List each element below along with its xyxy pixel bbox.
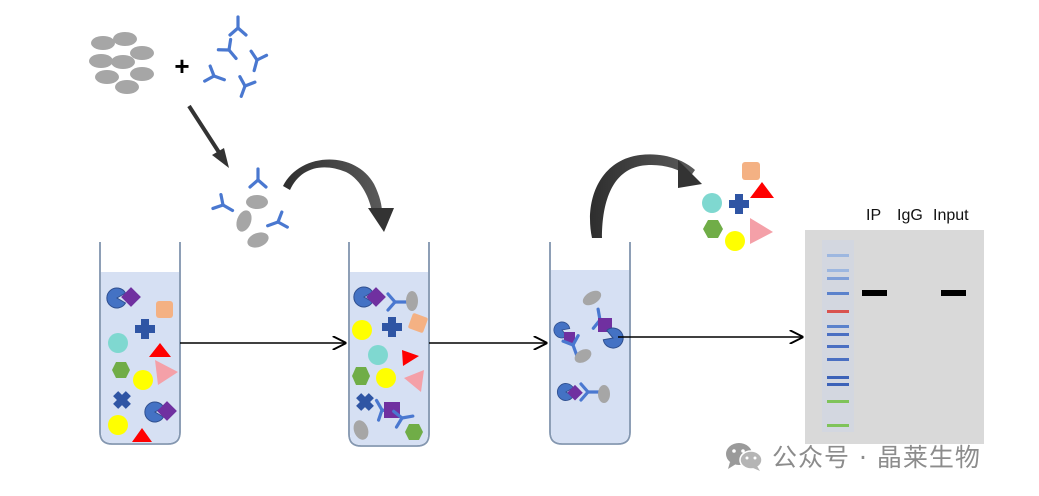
wechat-icon: [724, 441, 764, 471]
antibodies-group: [203, 15, 269, 101]
lane-label-igg: IgG: [897, 207, 923, 224]
ladder-band: [827, 333, 849, 336]
tube-lysate: [99, 242, 181, 445]
ladder-band: [827, 325, 849, 328]
curved-arrow-elute: [590, 154, 702, 238]
curved-arrow-add-to-lysate: [283, 159, 394, 232]
ladder-band: [827, 424, 849, 427]
ladder-band: [827, 254, 849, 257]
ladder-band: [827, 269, 849, 272]
ladder-band: [827, 310, 849, 313]
ip-band: [862, 290, 887, 296]
protein-ladder: [827, 254, 849, 427]
ladder-band: [827, 292, 849, 295]
ladder-band: [827, 376, 849, 379]
ladder-band: [827, 345, 849, 348]
lane-label-input: Input: [933, 207, 969, 224]
eluted-proteins: [702, 162, 774, 251]
western-blot-gel: [805, 230, 984, 444]
plus-symbol: +: [174, 51, 189, 81]
ladder-band: [827, 400, 849, 403]
watermark-text: 公众号 · 晶莱生物: [772, 443, 981, 472]
tube-washed-complex: [549, 242, 631, 445]
lane-label-ip: IP: [866, 207, 882, 224]
ladder-band: [827, 277, 849, 280]
tube-immunoprecipitation: [348, 242, 430, 447]
input-band: [941, 290, 966, 296]
agarose-beads-group: [89, 32, 154, 94]
watermark: 公众号 · 晶莱生物: [724, 438, 981, 474]
ladder-band: [827, 358, 849, 361]
antibody-bead-complex: [211, 167, 289, 248]
ladder-band: [827, 383, 849, 386]
incubation-arrow: [187, 104, 229, 168]
